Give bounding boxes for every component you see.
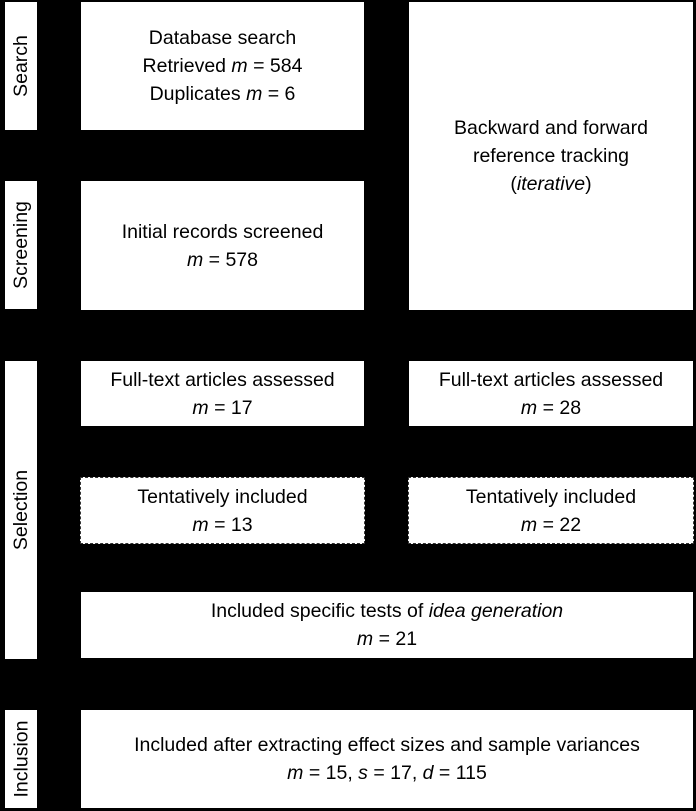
final-included-counts: m = 15, s = 17, d = 115 <box>287 762 487 784</box>
final-included-box: Included after extracting effect sizes a… <box>81 710 693 808</box>
stage-inclusion-label: Inclusion <box>10 720 32 798</box>
stage-search: Search <box>5 2 37 130</box>
reference-tracking-box: Backward and forward reference tracking … <box>409 2 693 310</box>
initial-screened-count: m = 578 <box>186 248 258 271</box>
initial-screened-title: Initial records screened <box>121 220 324 243</box>
fulltext-left-count: m = 17 <box>192 396 253 419</box>
fulltext-left-title: Full-text articles assessed <box>110 368 335 391</box>
tentative-right-box: Tentatively included m = 22 <box>408 477 694 544</box>
retrieved-count: Retrieved m = 584 <box>142 55 303 77</box>
specific-tests-title: Included specific tests of idea generati… <box>210 600 564 622</box>
tentative-left-title: Tentatively included <box>137 485 308 508</box>
stage-selection: Selection <box>5 361 37 659</box>
duplicates-count: Duplicates m = 6 <box>149 83 296 105</box>
reference-tracking-line3: (iterative) <box>510 173 592 195</box>
tentative-right-count: m = 22 <box>520 513 582 536</box>
stage-screening: Screening <box>5 181 37 309</box>
stage-search-label: Search <box>10 35 33 97</box>
stage-inclusion: Inclusion <box>5 710 37 808</box>
stage-screening-label: Screening <box>10 201 32 289</box>
reference-tracking-line1: Backward and forward <box>453 117 648 139</box>
final-included-title: Included after extracting effect sizes a… <box>134 734 640 756</box>
tentative-left-count: m = 13 <box>192 513 253 536</box>
specific-tests-count: m = 21 <box>356 628 418 650</box>
fulltext-right-box: Full-text articles assessed m = 28 <box>409 361 693 426</box>
tentative-right-title: Tentatively included <box>465 485 637 508</box>
database-search-title: Database search <box>148 27 297 49</box>
stage-selection-label: Selection <box>10 469 32 551</box>
fulltext-right-count: m = 28 <box>520 396 582 419</box>
reference-tracking-line2: reference tracking <box>472 145 630 167</box>
tentative-left-box: Tentatively included m = 13 <box>80 477 365 544</box>
specific-tests-box: Included specific tests of idea generati… <box>81 592 693 658</box>
fulltext-left-box: Full-text articles assessed m = 17 <box>81 361 364 426</box>
database-search-box: Database search Retrieved m = 584 Duplic… <box>81 2 364 130</box>
fulltext-right-title: Full-text articles assessed <box>438 368 664 391</box>
initial-screened-box: Initial records screened m = 578 <box>81 181 364 310</box>
